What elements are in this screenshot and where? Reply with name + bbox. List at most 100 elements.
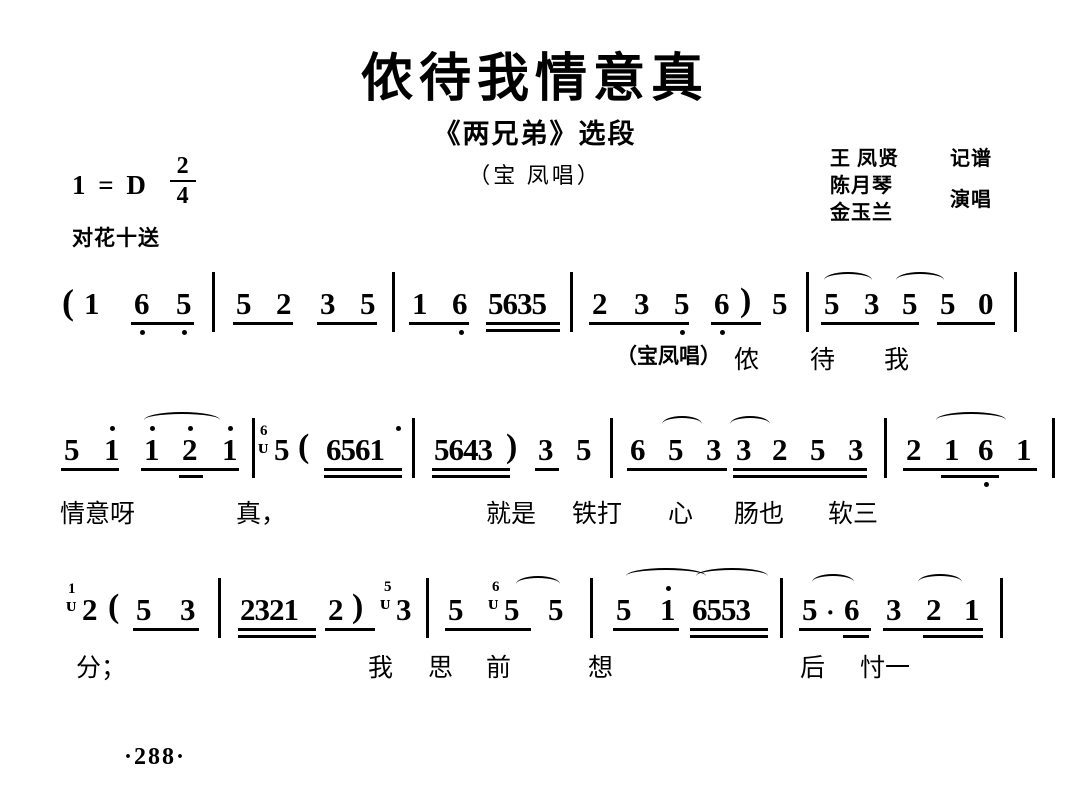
lyrics-row-2: 情意呀 真， 就是 铁打 心 肠也 软三 [0,494,1070,534]
note: 5 [274,432,290,467]
note: 3 [886,592,902,627]
slur [662,416,702,432]
page-title: 侬待我情意真 [360,51,709,108]
note-group: 2321 [240,592,299,627]
octave-dot-high [150,426,155,431]
note: 2 [906,432,922,467]
credit-row: 金玉兰 [830,196,1040,224]
octave-dot-low [182,330,187,335]
note: 5 [824,286,840,321]
note: 5 [136,592,152,627]
beam [733,475,867,478]
note: 3 [180,592,196,627]
note-group: 6561 [326,432,385,467]
note: 6 [844,592,860,627]
note: 5 [721,592,736,627]
note: 2 [328,592,344,627]
open-paren: ( [108,588,120,625]
beam [432,468,510,471]
beam [883,628,983,631]
barline [212,272,215,332]
note: 5 [488,286,503,321]
grace-note-hook: ᴜ [488,593,499,614]
beam [141,468,239,471]
note: 1 [283,592,299,627]
note: 2 [269,592,284,627]
note: 6 [452,286,468,321]
note: 2 [182,432,198,467]
performer-note: （宝 凤唱） [468,163,602,188]
close-paren: ) [352,588,364,625]
lyric-syllable: 我 [884,347,910,374]
beam [317,322,377,325]
note: 3 [736,432,752,467]
note: 3 [396,592,412,627]
beam [486,329,560,332]
note: 2 [592,286,608,321]
lyric-syllable: 铁打 [572,501,623,528]
music-row-2: 5 1 1 2 1 6 ᴜ 5 ( 6561 5643 ) 3 5 6 5 3 [0,412,1070,496]
lyric-syllable: 前 [486,655,512,682]
beam [923,635,983,638]
note: 6 [326,432,341,467]
note: 5 [531,286,547,321]
tune-name: 对花十送 [72,226,160,250]
credit-row: 陈月琴 演唱 [830,169,1040,211]
octave-dot-low [459,330,464,335]
beam [535,468,559,471]
barline [590,578,593,638]
lyric-syllable: 思 [428,655,454,682]
barline [218,578,221,638]
subtitle: 《两兄弟》选段 [433,119,637,149]
beam [733,468,867,471]
barline [806,272,809,332]
note: 2 [240,592,255,627]
note: 2 [772,432,788,467]
barline [392,272,395,332]
note: 3 [477,432,493,467]
beam [61,468,119,471]
octave-dot-high [396,426,401,431]
slur [896,272,944,288]
note: 5 [706,592,722,627]
note: 1 [104,432,120,467]
note: 6 [448,432,464,467]
note: 5 [236,286,252,321]
octave-dot-low [720,330,725,335]
note: 6 [355,432,370,467]
slur [730,416,770,432]
grace-note-number: 6 [492,579,500,595]
octave-dot-low [680,330,685,335]
barline [426,578,429,638]
note: 5 [576,432,592,467]
credits-block: 王 凤贤 记谱 陈月琴 演唱 金玉兰 [830,142,1040,224]
slur [626,568,706,584]
time-signature-numerator: 2 [176,153,189,179]
note: 6 [630,432,646,467]
note: 6 [978,432,994,467]
note: 5 [176,286,192,321]
barline [252,418,255,478]
note: 5 [340,432,356,467]
note: 3 [848,432,864,467]
note: 1 [964,592,980,627]
note: 5 [434,432,449,467]
note: 1 [369,432,385,467]
barline [412,418,415,478]
open-paren: ( [298,428,310,465]
note: 1 [222,432,238,467]
beam [613,628,679,631]
beam [238,635,316,638]
beam [324,468,402,471]
note: 1 [84,286,100,321]
note: 5 [504,592,520,627]
credit-name: 金玉兰 [830,202,893,224]
beam [589,322,689,325]
barline [610,418,613,478]
lyric-syllable: 真， [236,501,287,528]
slur [812,574,854,590]
slur [824,272,872,288]
barline [780,578,783,638]
lyric-singer-cue: （宝凤唱） [616,344,721,368]
lyric-syllable: 心 [668,501,694,528]
